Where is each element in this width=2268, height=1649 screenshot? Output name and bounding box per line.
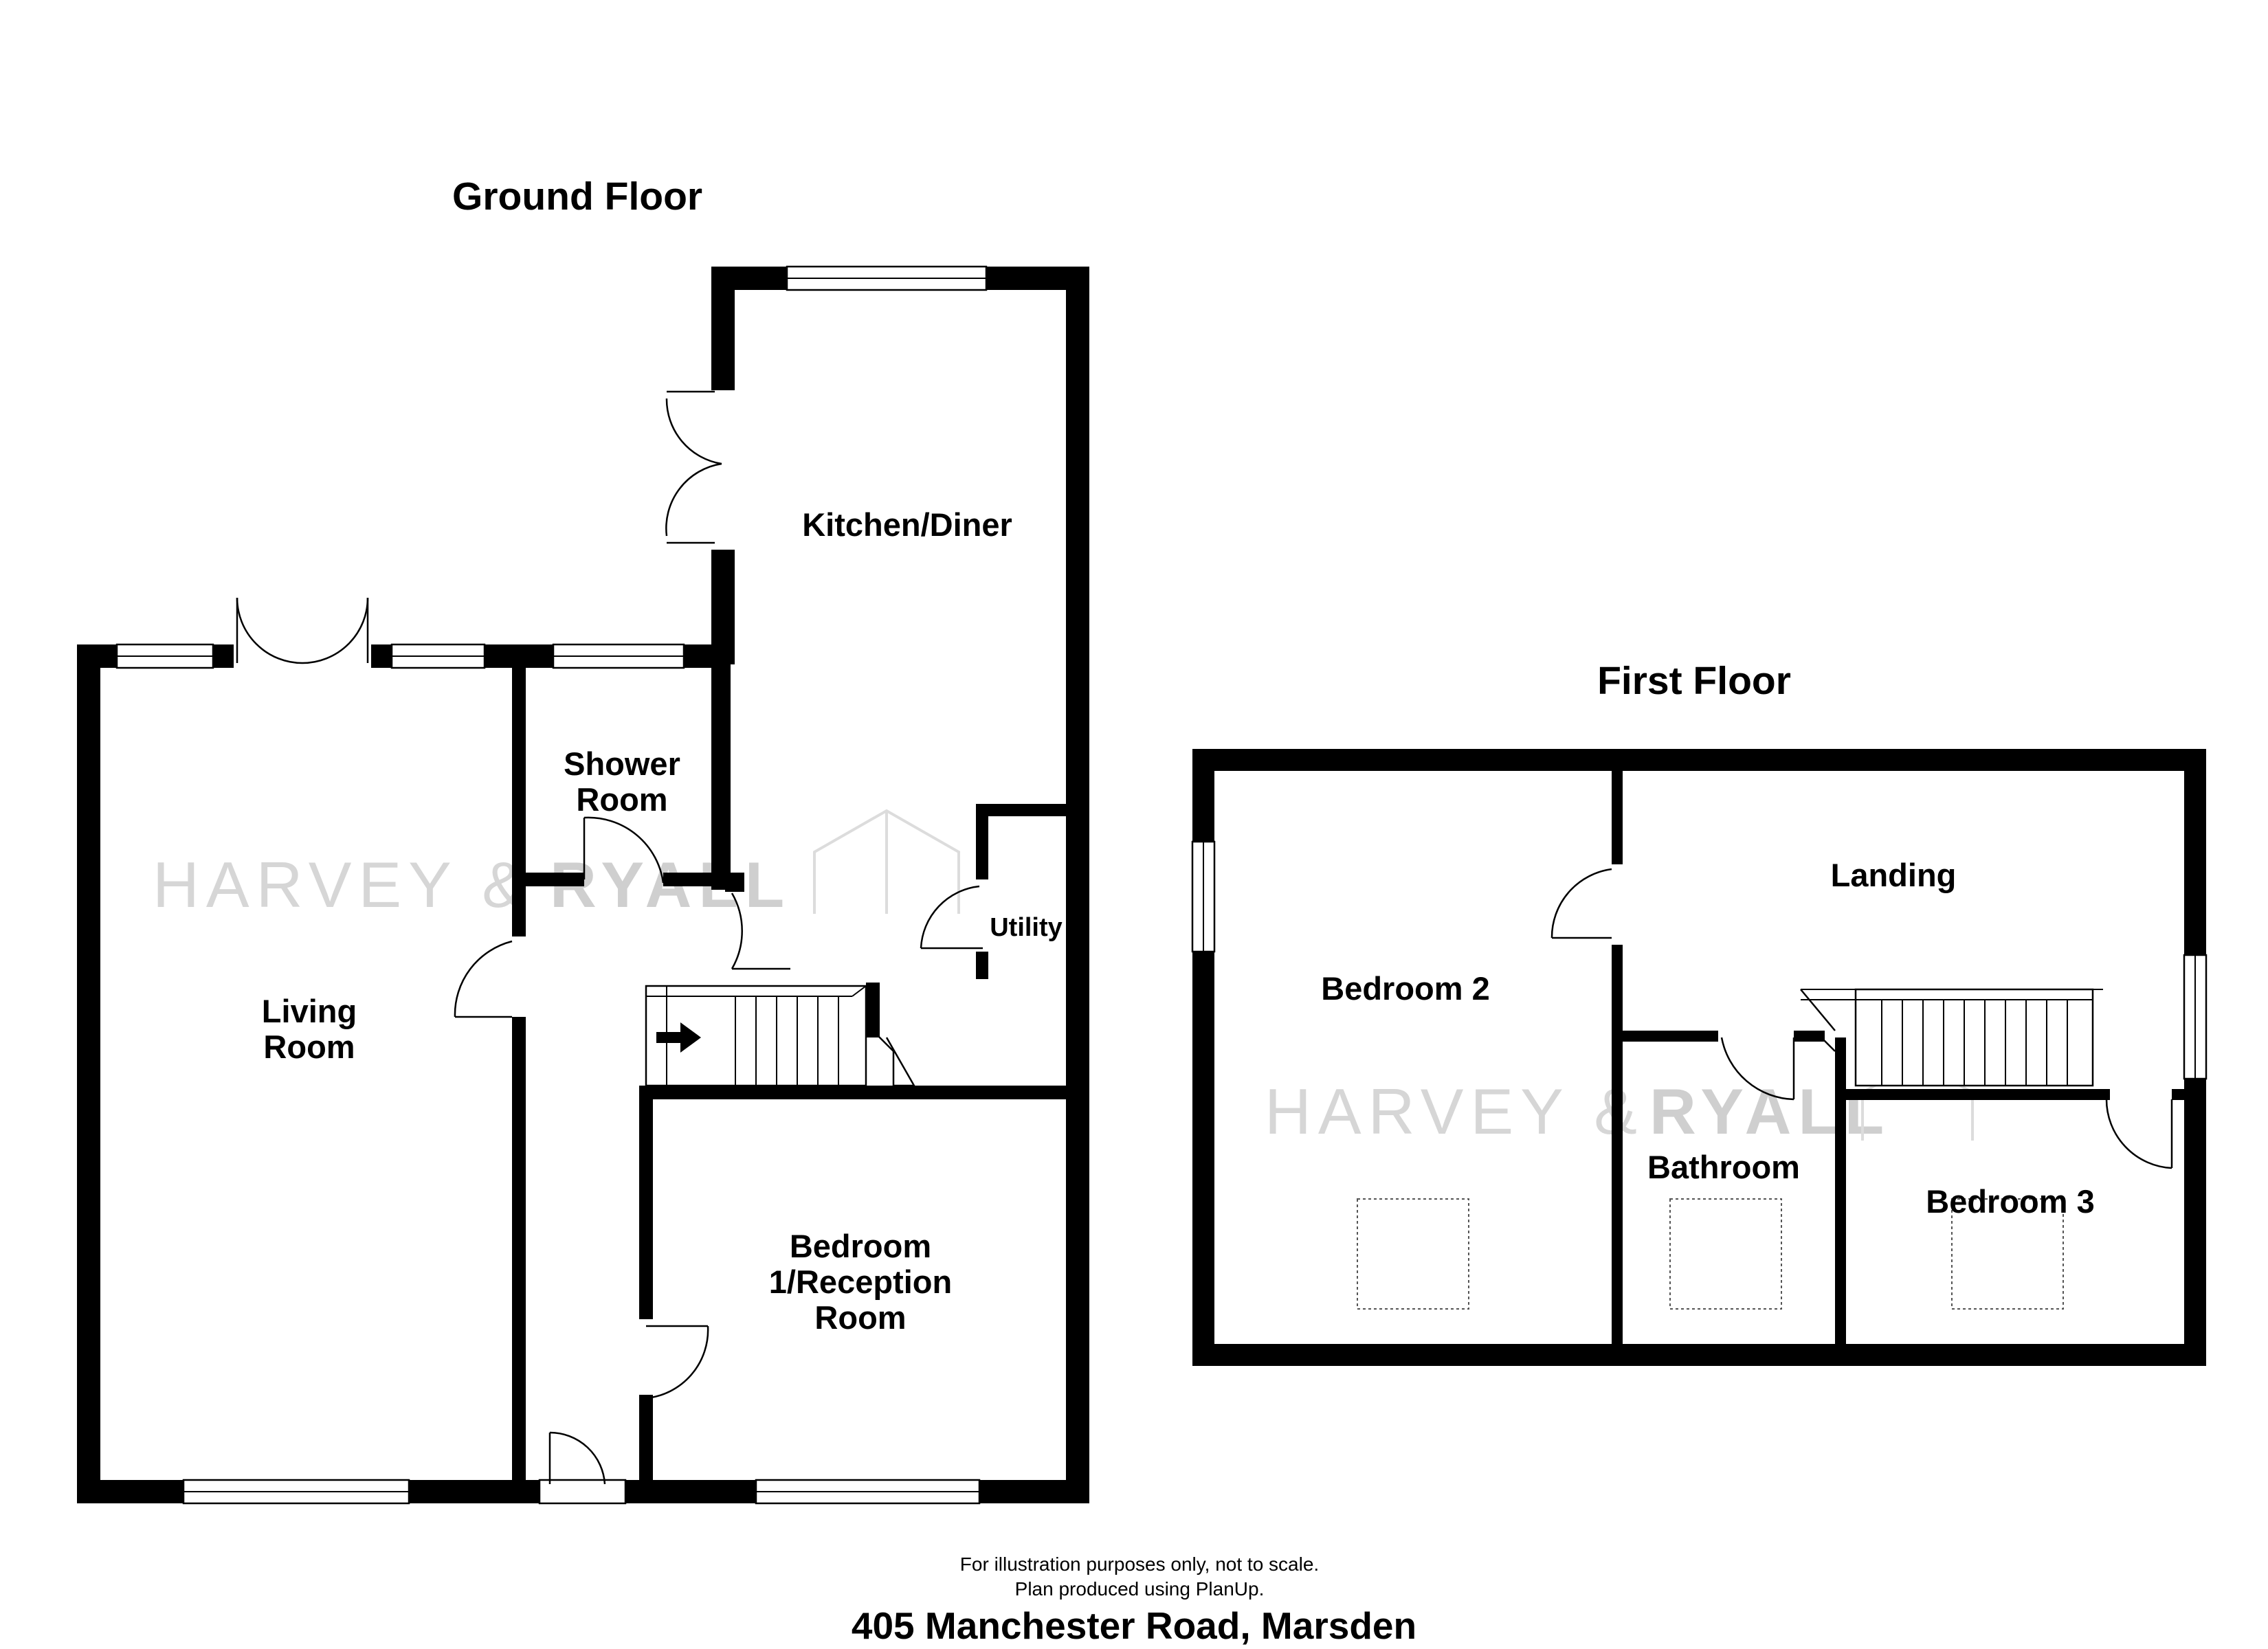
room-label-bathroom: Bathroom (1647, 1149, 1800, 1185)
front-door-threshold (538, 1479, 627, 1505)
first-floor-stairs (1800, 988, 2103, 1087)
room-label-shower-room-line1: Shower (564, 745, 680, 782)
watermark-house-icon (813, 809, 960, 914)
footer-disclaimer: For illustration purposes only, not to s… (960, 1553, 1319, 1575)
skylight (1951, 1198, 2064, 1310)
watermark-ground: HARVEY & RYALL (153, 809, 960, 921)
room-label-living-room-line2: Room (263, 1029, 355, 1065)
watermark-brand-light: HARVEY & (1265, 1075, 1644, 1147)
room-label-landing: Landing (1831, 857, 1957, 893)
ground-floor-windows (115, 265, 988, 1505)
first-floor-doors (1550, 868, 2173, 1169)
footer-planup-credit: Plan produced using PlanUp. (1015, 1578, 1265, 1600)
first-floor-title: First Floor (1597, 659, 1791, 703)
first-floor-windows (1191, 840, 2208, 1080)
watermark-brand-light: HARVEY & (153, 849, 532, 921)
footer: For illustration purposes only, not to s… (852, 1553, 1416, 1647)
ground-floor-walls (77, 267, 1089, 1503)
room-label-bedroom3: Bedroom 3 (1926, 1183, 2095, 1220)
room-label-kitchen-diner: Kitchen/Diner (802, 506, 1012, 543)
room-label-bedroom1-line3: Room (814, 1299, 906, 1336)
room-label-living-room-line1: Living (262, 993, 357, 1029)
room-label-bedroom1-line2: 1/Reception (769, 1264, 952, 1300)
room-label-bedroom2: Bedroom 2 (1321, 970, 1490, 1007)
watermark-brand-dark: RYALL (1649, 1075, 1891, 1147)
room-label-utility: Utility (990, 913, 1063, 942)
room-label-shower-room-line2: Room (576, 781, 667, 818)
skylight (1669, 1198, 1782, 1310)
first-floor-skylights (1357, 1198, 2064, 1310)
skylight (1357, 1198, 1469, 1310)
first-floor-walls (1192, 749, 2206, 1366)
ground-floor-title: Ground Floor (452, 175, 702, 218)
property-address: 405 Manchester Road, Marsden (852, 1604, 1416, 1647)
first-floor-labels: Landing Bedroom 2 Bathroom Bedroom 3 (1321, 857, 2095, 1220)
ground-floor-doors (236, 390, 983, 1485)
ground-floor-stairs (645, 985, 916, 1087)
room-label-bedroom1-line1: Bedroom (790, 1228, 931, 1264)
ground-floor-labels: Kitchen/Diner Shower Room Utility Living… (262, 506, 1063, 1336)
stairs-direction-arrow-icon (656, 1022, 701, 1053)
